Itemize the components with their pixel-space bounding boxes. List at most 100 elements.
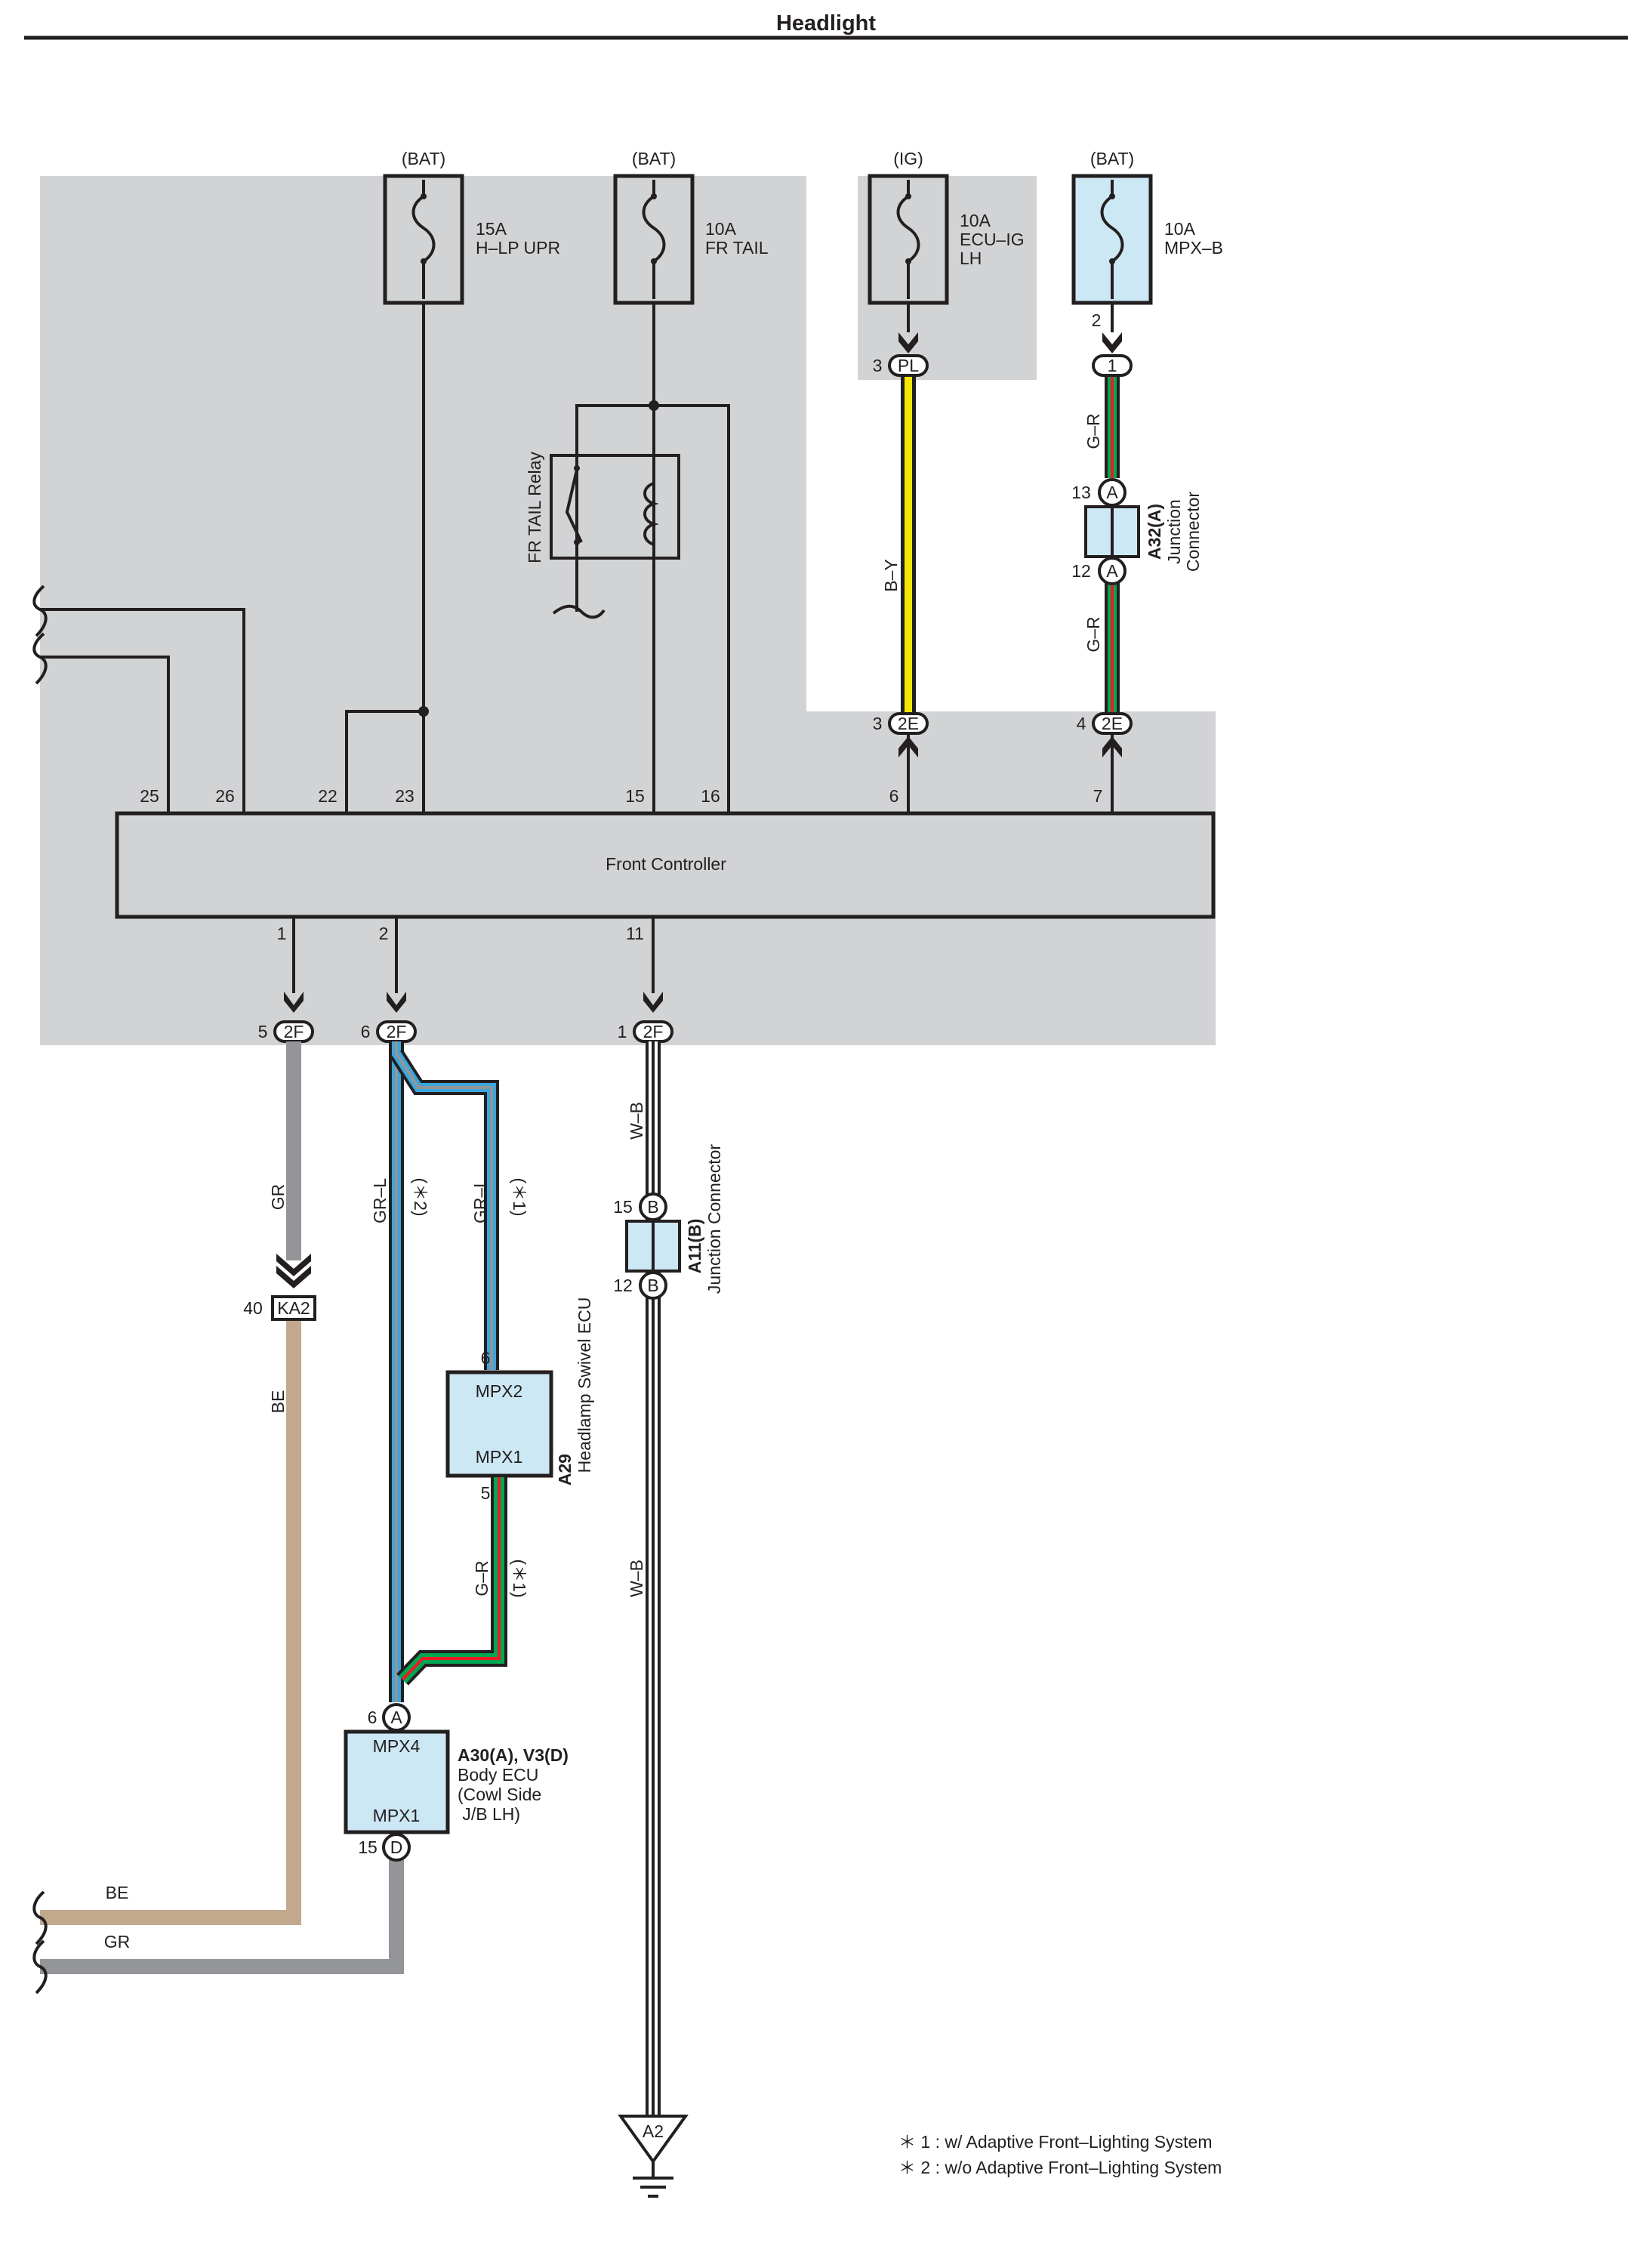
svg-text:12: 12 <box>1071 561 1091 581</box>
note-1b: (＊1) <box>510 1559 529 1597</box>
connector-2f-6: 2F 6 <box>361 992 417 1043</box>
svg-text:(BAT): (BAT) <box>1090 149 1134 168</box>
svg-text:10A: 10A <box>960 211 991 230</box>
junction-connector-a32: A 13 A 12 A32(A) Junction Connector <box>1071 478 1203 585</box>
svg-text:Headlamp Swivel ECU: Headlamp Swivel ECU <box>575 1297 594 1473</box>
svg-text:MPX4: MPX4 <box>373 1736 421 1756</box>
pin-7: 7 <box>1093 786 1103 806</box>
svg-text:4: 4 <box>1077 714 1086 733</box>
wire-gr: GR <box>268 1041 301 1260</box>
svg-text:(BAT): (BAT) <box>632 149 676 168</box>
svg-text:A30(A), V3(D): A30(A), V3(D) <box>458 1745 569 1765</box>
svg-text:MPX1: MPX1 <box>476 1447 523 1467</box>
wire-break-bottom-1 <box>32 1890 48 1945</box>
wire-w-b: W–B W–B <box>627 1041 661 2118</box>
svg-text:2E: 2E <box>898 714 919 733</box>
pin-15: 15 <box>625 786 645 806</box>
svg-text:2F: 2F <box>387 1022 407 1041</box>
svg-text:6: 6 <box>368 1708 378 1727</box>
connector-2f-5: 2F 5 <box>258 992 314 1043</box>
body-ecu: A 6 MPX4 MPX1 D 15 A30(A), V3(D) Body EC… <box>344 1703 569 1862</box>
svg-text:Junction: Junction <box>1164 499 1184 564</box>
svg-text:10A: 10A <box>1164 219 1196 239</box>
svg-text:B–Y: B–Y <box>881 559 901 591</box>
pin-1: 1 <box>277 924 287 943</box>
svg-text:10A: 10A <box>705 219 737 239</box>
svg-text:2F: 2F <box>643 1022 664 1041</box>
svg-text:6: 6 <box>481 1348 491 1368</box>
svg-text:GR: GR <box>268 1184 288 1211</box>
wire-break-left-1 <box>32 585 48 637</box>
wire-gr-label-bottom: GR <box>104 1932 131 1951</box>
svg-text:1: 1 <box>1108 356 1117 375</box>
svg-text:(Cowl Side: (Cowl Side <box>458 1785 541 1804</box>
svg-text:A: A <box>1106 483 1118 502</box>
svg-text:15A: 15A <box>476 219 507 239</box>
svg-text:2: 2 <box>1092 310 1102 330</box>
svg-text:Body ECU: Body ECU <box>458 1765 538 1785</box>
svg-text:B: B <box>647 1276 658 1295</box>
wire-break-bottom-2 <box>32 1939 48 1995</box>
svg-text:3: 3 <box>873 356 883 375</box>
svg-text:15: 15 <box>358 1837 378 1857</box>
wire-gr-l-label-b: GR–L <box>470 1178 490 1223</box>
svg-text:Connector: Connector <box>1183 492 1203 572</box>
svg-text:3: 3 <box>873 714 883 733</box>
wire-be <box>40 1321 301 1925</box>
pin-25: 25 <box>140 786 159 806</box>
svg-text:H–LP UPR: H–LP UPR <box>476 238 560 258</box>
svg-text:A11(B): A11(B) <box>685 1219 704 1274</box>
fuse-hlp-upr: (BAT) 15A H–LP UPR <box>383 149 560 305</box>
headlamp-swivel-ecu: 6 MPX2 MPX1 5 A29 Headlamp Swivel ECU <box>445 1297 594 1503</box>
connector-2e-mpxb: 2E 4 <box>1077 712 1133 757</box>
svg-text:MPX–B: MPX–B <box>1164 238 1223 258</box>
junction-connector-a11: B 15 B 12 A11(B) Junction Connector <box>613 1144 724 1300</box>
svg-text:D: D <box>390 1837 403 1857</box>
note-1a: (＊1) <box>510 1177 529 1216</box>
pin-26: 26 <box>215 786 235 806</box>
wire-break-left-2 <box>32 632 48 685</box>
svg-text:J/B LH): J/B LH) <box>458 1804 520 1824</box>
svg-text:FR TAIL Relay: FR TAIL Relay <box>525 452 544 563</box>
wire-be-label-bottom: BE <box>106 1883 129 1902</box>
svg-text:Front Controller: Front Controller <box>606 854 726 874</box>
wire-g-r-mpxb: G–R G–R <box>1083 375 1120 717</box>
svg-text:15: 15 <box>613 1197 633 1217</box>
pin-16: 16 <box>701 786 720 806</box>
svg-text:(BAT): (BAT) <box>402 149 445 168</box>
connector-pl: PL 3 <box>873 332 929 377</box>
svg-text:A29: A29 <box>555 1454 575 1486</box>
svg-text:B: B <box>647 1197 658 1217</box>
connector-2e-ig: 2E 3 <box>873 712 929 757</box>
footnote-1: ＊ 1 : w/ Adaptive Front–Lighting System <box>898 2132 1212 2152</box>
svg-text:MPX2: MPX2 <box>476 1381 523 1401</box>
wire-gr-l-label-a: GR–L <box>370 1178 390 1223</box>
pin-11: 11 <box>626 924 644 943</box>
svg-text:A: A <box>390 1708 402 1727</box>
pin-2: 2 <box>379 924 389 943</box>
svg-text:ECU–IG: ECU–IG <box>960 230 1025 249</box>
svg-text:5: 5 <box>481 1483 491 1503</box>
svg-text:A: A <box>1106 561 1118 581</box>
fr-tail-relay: FR TAIL Relay <box>525 452 680 619</box>
svg-text:2E: 2E <box>1102 714 1123 733</box>
svg-text:12: 12 <box>613 1276 633 1295</box>
svg-text:A32(A): A32(A) <box>1145 504 1164 560</box>
connector-2f-1: 2F 1 <box>618 992 673 1043</box>
splice-frtail <box>649 400 659 411</box>
svg-text:40: 40 <box>243 1298 263 1318</box>
splice-hlp <box>418 706 429 717</box>
footnote-2: ＊ 2 : w/o Adaptive Front–Lighting System <box>898 2158 1222 2177</box>
pin-22: 22 <box>318 786 337 806</box>
wire-b-y: B–Y <box>881 375 916 717</box>
wire-gr-l-swivel <box>390 1049 499 1370</box>
svg-text:G–R: G–R <box>1083 413 1103 449</box>
svg-text:KA2: KA2 <box>277 1298 310 1318</box>
svg-text:13: 13 <box>1071 483 1091 502</box>
svg-text:5: 5 <box>258 1022 268 1041</box>
page-title: Headlight <box>776 11 876 35</box>
front-controller: Front Controller 25 26 22 23 15 16 6 7 1… <box>115 786 1216 943</box>
svg-text:BE: BE <box>268 1390 288 1414</box>
svg-text:2F: 2F <box>284 1022 304 1041</box>
